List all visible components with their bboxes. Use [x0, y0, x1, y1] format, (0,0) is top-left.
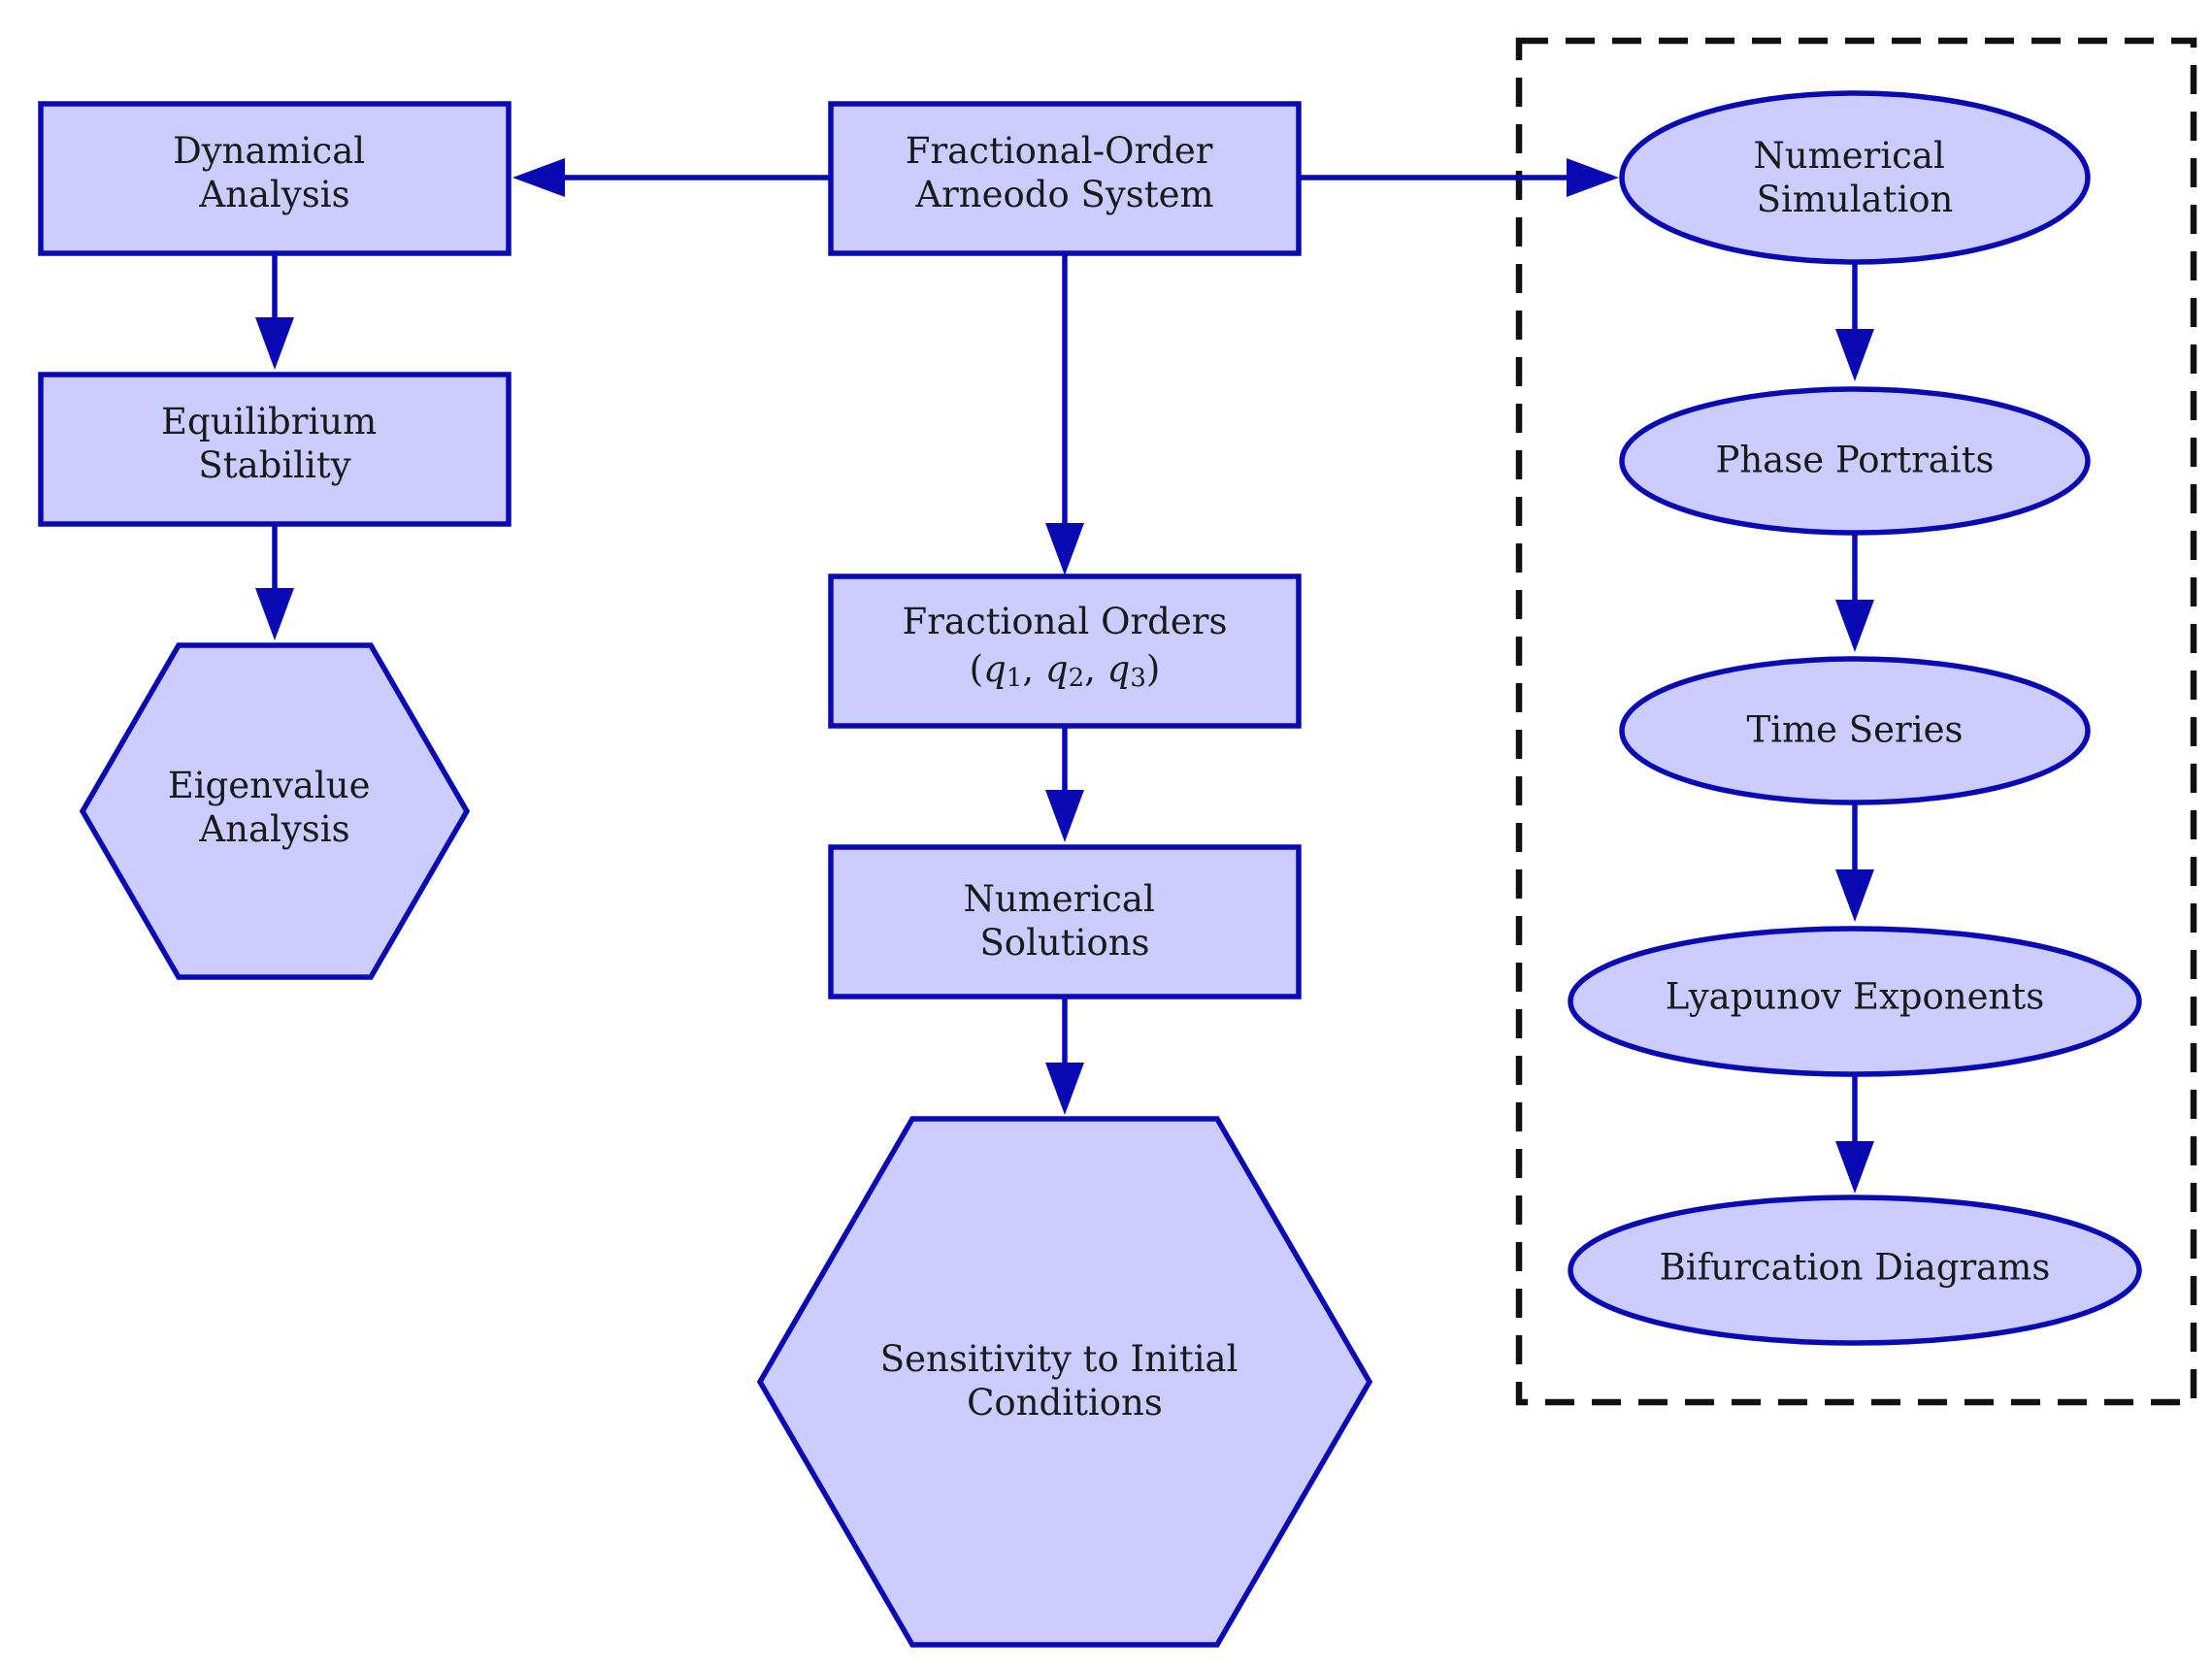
label-line: Fractional Orders [903, 601, 1228, 642]
label-line: Equilibrium [161, 401, 377, 442]
node-phase-portraits: Phase Portraits [1619, 386, 2091, 536]
node-fractional-order-arneodo-system-box [828, 101, 1302, 256]
node-fractional-order-arneodo-system: Fractional-Order Arneodo System [828, 101, 1302, 256]
node-equilibrium-stability-box [38, 372, 512, 527]
node-fractional-order-arneodo-system-label: Fractional-Order Arneodo System [906, 130, 1224, 215]
label-line: Simulation [1757, 179, 1954, 220]
node-sensitivity-hexagon [756, 1116, 1373, 1648]
node-numerical-simulation-ellipse [1619, 90, 2091, 265]
arrowhead-sensitivity [1045, 1063, 1084, 1115]
arrowhead-numerical-simulation [1567, 158, 1619, 197]
node-phase-portraits-label: Phase Portraits [1715, 440, 1994, 481]
arrowhead-dynamical-analysis [512, 158, 565, 197]
var-q: q [983, 648, 1007, 690]
comma: , [1022, 648, 1045, 690]
label-line: Fractional-Order [906, 130, 1213, 172]
arrowhead-phase-portraits [1835, 329, 1874, 381]
node-time-series: Time Series [1619, 656, 2091, 805]
paren-close: ) [1146, 648, 1160, 690]
label-line: Analysis [198, 174, 349, 215]
node-time-series-ellipse [1619, 656, 2091, 805]
label-line: Sensitivity to Initial [880, 1338, 1238, 1380]
arrowhead-time-series [1835, 600, 1874, 652]
paren-open: ( [970, 648, 983, 690]
label-line: Dynamical [173, 130, 365, 172]
node-sensitivity-to-initial-conditions: Sensitivity to Initial Conditions [756, 1116, 1373, 1648]
var-q: q [1045, 648, 1069, 690]
label-line: Eigenvalue [168, 765, 371, 806]
node-dynamical-analysis: Dynamical Analysis [38, 101, 512, 256]
node-dynamical-analysis-label: Dynamical Analysis [173, 130, 377, 215]
var-q: q [1107, 648, 1131, 690]
node-fractional-orders-box [828, 573, 1302, 729]
node-lyapunov-exponents-label: Lyapunov Exponents [1666, 976, 2044, 1018]
arrowhead-lyapunov-exponents [1835, 869, 1874, 922]
node-numerical-solutions-label: Numerical Solutions [963, 878, 1166, 964]
numerical-simulation-group-frame [1515, 37, 2197, 1406]
arrowhead-fractional-orders [1045, 523, 1084, 575]
node-lyapunov-exponents-ellipse [1568, 926, 2142, 1077]
node-numerical-solutions: Numerical Solutions [828, 844, 1302, 999]
arrowhead-bifurcation-diagrams [1835, 1141, 1874, 1194]
subscript: 3 [1130, 664, 1146, 693]
arrowhead-equilibrium-stability [255, 317, 294, 370]
node-fractional-orders-parameters: (q1, q2, q3) [970, 648, 1161, 694]
node-fractional-orders: Fractional Orders (q1, q2, q3) [828, 573, 1302, 729]
node-bifurcation-diagrams-ellipse [1568, 1195, 2142, 1346]
node-phase-portraits-ellipse [1619, 386, 2091, 536]
comma: , [1084, 648, 1107, 690]
label-line: Numerical [1753, 135, 1944, 177]
subscript: 2 [1069, 664, 1085, 693]
node-eigenvalue-analysis: Eigenvalue Analysis [79, 642, 471, 980]
arrowhead-numerical-solutions [1045, 790, 1084, 842]
label-line: Numerical [963, 878, 1154, 920]
node-time-series-label: Time Series [1747, 709, 1964, 751]
label-line: Arneodo System [914, 174, 1213, 215]
node-dynamical-analysis-box [38, 101, 512, 256]
node-bifurcation-diagrams: Bifurcation Diagrams [1568, 1195, 2142, 1346]
node-equilibrium-stability-label: Equilibrium Stability [161, 401, 388, 486]
arrowhead-eigenvalue-analysis [255, 588, 294, 640]
node-fractional-orders-label: Fractional Orders [903, 601, 1228, 642]
node-numerical-solutions-box [828, 844, 1302, 999]
subscript: 1 [1007, 664, 1023, 693]
node-sensitivity-label: Sensitivity to Initial Conditions [880, 1338, 1249, 1424]
node-numerical-simulation-label: Numerical Simulation [1753, 135, 1956, 220]
node-lyapunov-exponents: Lyapunov Exponents [1568, 926, 2142, 1077]
node-eigenvalue-analysis-label: Eigenvalue Analysis [168, 765, 382, 850]
label-line: Stability [198, 444, 350, 486]
node-equilibrium-stability: Equilibrium Stability [38, 372, 512, 527]
edges [255, 158, 1874, 1194]
node-numerical-simulation: Numerical Simulation [1619, 90, 2091, 265]
node-bifurcation-diagrams-label: Bifurcation Diagrams [1660, 1247, 2051, 1289]
node-eigenvalue-analysis-hexagon [79, 642, 471, 980]
label-line: Solutions [979, 922, 1149, 964]
label-line: Analysis [198, 808, 349, 850]
label-line: Conditions [967, 1382, 1163, 1424]
